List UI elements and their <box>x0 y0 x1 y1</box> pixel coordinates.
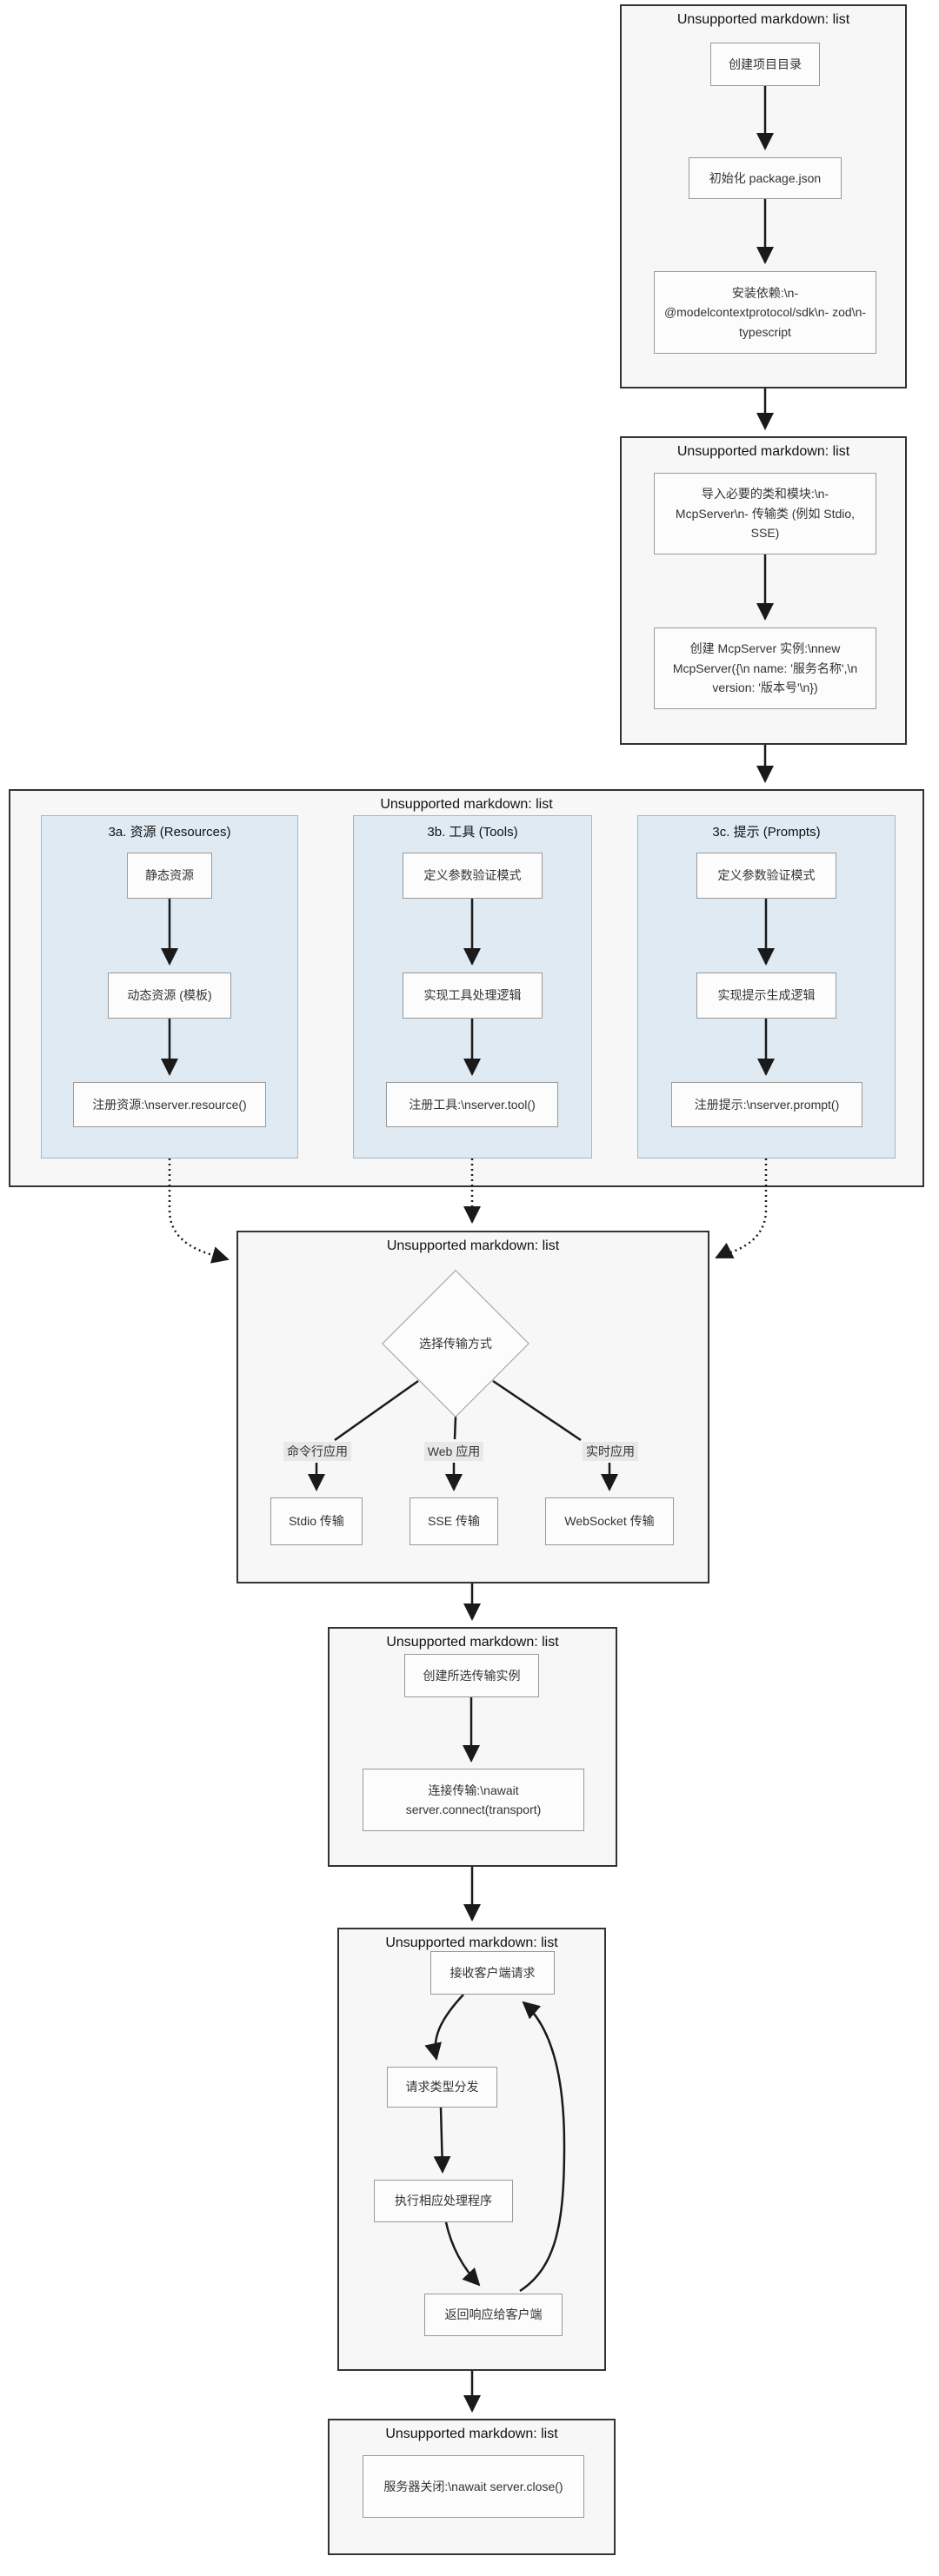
node-static-resources: 静态资源 <box>127 853 212 899</box>
subgraph-transport-selection-title: Unsupported markdown: list <box>386 1238 560 1253</box>
node-create-project-dir: 创建项目目录 <box>710 43 820 86</box>
node-define-prompt-schema: 定义参数验证模式 <box>696 853 836 899</box>
subgraph-connect-title: Unsupported markdown: list <box>386 1635 559 1650</box>
node-server-close: 服务器关闭:\nawait server.close() <box>363 2455 584 2518</box>
node-sse-transport: SSE 传输 <box>410 1497 498 1545</box>
node-stdio-transport: Stdio 传输 <box>270 1497 363 1545</box>
node-create-transport-instance: 创建所选传输实例 <box>404 1654 539 1697</box>
subgraph-tools-title: 3b. 工具 (Tools) <box>427 825 518 840</box>
node-import-modules: 导入必要的类和模块:\n- McpServer\n- 传输类 (例如 Stdio… <box>654 473 876 554</box>
node-dispatch-request: 请求类型分发 <box>387 2067 497 2108</box>
node-define-tool-schema: 定义参数验证模式 <box>403 853 543 899</box>
node-implement-tool-logic: 实现工具处理逻辑 <box>403 973 543 1019</box>
subgraph-server-init-title: Unsupported markdown: list <box>676 444 850 459</box>
node-websocket-transport: WebSocket 传输 <box>545 1497 674 1545</box>
edge-label-cli-app: 命令行应用 <box>283 1442 351 1461</box>
subgraph-request-loop-title: Unsupported markdown: list <box>385 1935 558 1950</box>
node-register-resource: 注册资源:\nserver.resource() <box>73 1082 266 1127</box>
node-receive-request: 接收客户端请求 <box>430 1951 555 1995</box>
edge-label-realtime-app: 实时应用 <box>583 1442 638 1461</box>
node-dynamic-resources: 动态资源 (模板) <box>108 973 231 1019</box>
subgraph-resources-title: 3a. 资源 (Resources) <box>108 825 231 840</box>
subgraph-project-setup-title: Unsupported markdown: list <box>676 12 850 27</box>
node-implement-prompt-logic: 实现提示生成逻辑 <box>696 973 836 1019</box>
node-register-tool: 注册工具:\nserver.tool() <box>386 1082 558 1127</box>
node-install-deps: 安装依赖:\n- @modelcontextprotocol/sdk\n- zo… <box>654 271 876 354</box>
node-execute-handler: 执行相应处理程序 <box>374 2180 513 2222</box>
node-init-package-json: 初始化 package.json <box>689 157 842 199</box>
edge-label-web-app: Web 应用 <box>423 1442 484 1461</box>
node-return-response: 返回响应给客户端 <box>424 2294 563 2336</box>
node-create-mcpserver-instance: 创建 McpServer 实例:\nnew McpServer({\n name… <box>654 627 876 709</box>
decision-choose-transport-label: 选择传输方式 <box>419 1337 492 1351</box>
subgraph-prompts-title: 3c. 提示 (Prompts) <box>712 825 821 840</box>
subgraph-capabilities-title: Unsupported markdown: list <box>380 797 553 812</box>
node-register-prompt: 注册提示:\nserver.prompt() <box>671 1082 862 1127</box>
node-connect-transport: 连接传输:\nawait server.connect(transport) <box>363 1769 584 1831</box>
subgraph-shutdown-title: Unsupported markdown: list <box>385 2427 558 2441</box>
